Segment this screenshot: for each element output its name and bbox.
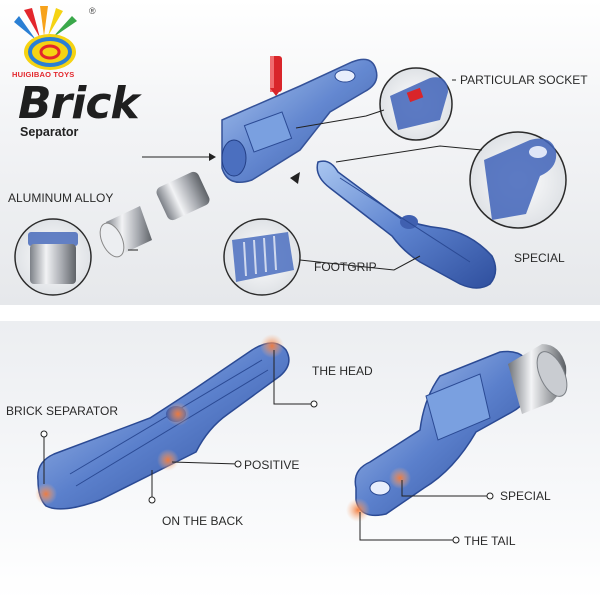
highlight-special-icon [389,467,411,489]
aluminum-detail-circle [14,218,92,296]
leader-lines-bottom [43,350,488,541]
page-subtitle: Separator [20,125,79,139]
socket-detail-circle [379,67,453,141]
highlight-back-icon [35,483,57,505]
highlight-brick-separator-icon [166,402,190,426]
red-pin-icon [270,56,282,92]
label-special-top: SPECIAL [514,251,565,265]
tool-head-icon [221,58,378,183]
label-the-tail: THE TAIL [464,534,516,548]
highlight-tail-icon [346,498,370,522]
label-brick-separator: BRICK SEPARATOR [6,404,119,418]
leader-lines [128,79,483,271]
label-positive: POSITIVE [244,458,300,472]
brick-separator-tool-icon [37,342,290,510]
label-footgrip: FOOTGRIP [314,260,377,274]
page-title: Brick [18,78,140,129]
highlight-positive-icon [157,449,179,471]
brand-logo [14,6,77,70]
arrow-left-icon [290,172,300,184]
registered-mark: ® [89,6,96,16]
footgrip-tool-icon [316,160,497,289]
top-illustration [14,56,567,296]
footgrip-detail-circle [223,218,301,296]
metal-cap-icon [508,344,568,414]
label-on-the-back: ON THE BACK [162,514,244,528]
aluminum-cylinder-icon [99,171,210,258]
leader-dots [40,400,494,544]
label-special-bottom: SPECIAL [500,489,551,503]
special-detail-circle [469,131,567,229]
arrow-down-icon [270,88,282,96]
panel-divider [0,305,600,321]
label-particular-socket: PARTICULAR SOCKET [460,73,588,87]
label-the-head: THE HEAD [312,364,373,378]
label-aluminum-alloy: ALUMINUM ALLOY [8,191,114,205]
highlight-head-icon [260,334,284,358]
logo-rays-icon [14,6,77,40]
arrow-right-icon [209,153,216,161]
brand-name: HUIGIBAO TOYS [12,70,75,79]
